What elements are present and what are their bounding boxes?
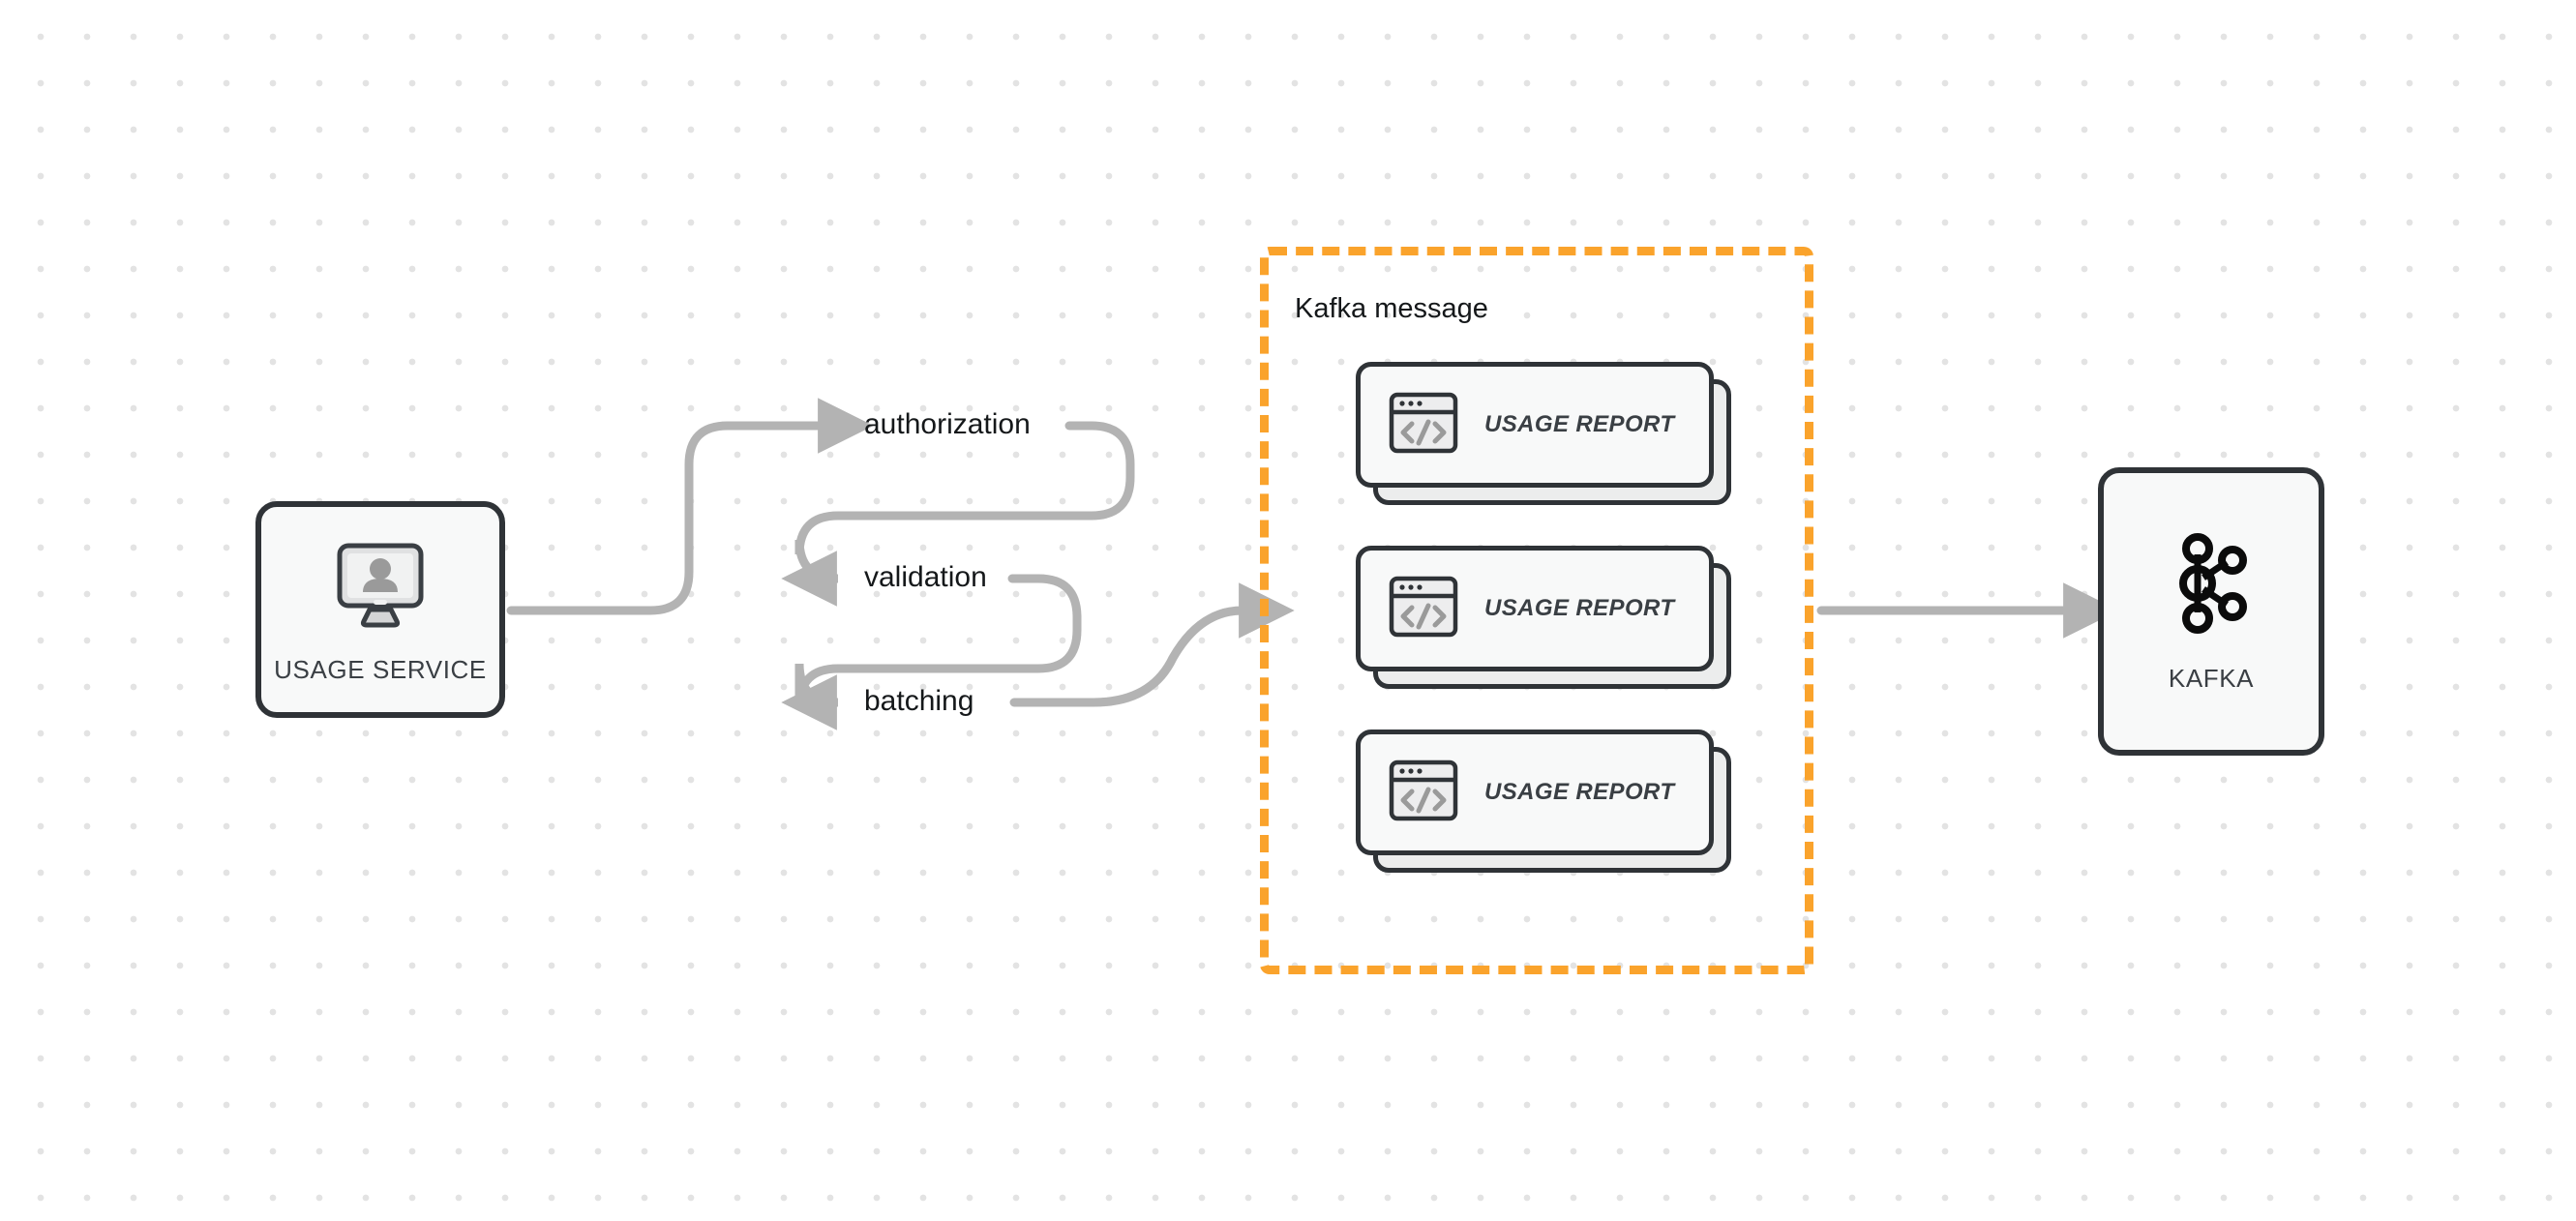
kafka-message-group[interactable] xyxy=(1260,247,1813,974)
usage-report-card[interactable]: USAGE REPORT xyxy=(1356,362,1731,505)
monitor-user-icon xyxy=(330,534,431,640)
node-usage-service-label: USAGE SERVICE xyxy=(274,655,487,684)
kafka-message-group-title: Kafka message xyxy=(1295,293,1488,324)
node-kafka-label: KAFKA xyxy=(2168,664,2255,693)
pipeline-label-authorization: authorization xyxy=(864,408,1031,440)
node-kafka[interactable]: KAFKA xyxy=(2098,467,2324,756)
usage-report-card-label: USAGE REPORT xyxy=(1484,595,1675,621)
edge-batching-to-kafka-message xyxy=(1009,582,1295,707)
edge-usage-service-to-authorization xyxy=(506,398,874,615)
code-window-icon xyxy=(1388,387,1459,463)
card-front[interactable]: USAGE REPORT xyxy=(1356,362,1714,488)
card-front[interactable]: USAGE REPORT xyxy=(1356,546,1714,671)
node-usage-service[interactable]: USAGE SERVICE xyxy=(255,501,505,718)
usage-report-card-label: USAGE REPORT xyxy=(1484,411,1675,437)
code-window-icon xyxy=(1388,755,1459,831)
usage-report-card[interactable]: USAGE REPORT xyxy=(1356,730,1731,873)
pipeline-label-batching: batching xyxy=(864,685,974,717)
card-front[interactable]: USAGE REPORT xyxy=(1356,730,1714,855)
kafka-logo-icon xyxy=(2165,529,2258,642)
code-window-icon xyxy=(1388,571,1459,647)
usage-report-card-label: USAGE REPORT xyxy=(1484,779,1675,805)
pipeline-label-validation: validation xyxy=(864,561,987,593)
usage-report-card[interactable]: USAGE REPORT xyxy=(1356,546,1731,689)
edge-authorization-to-validation xyxy=(781,421,1135,607)
